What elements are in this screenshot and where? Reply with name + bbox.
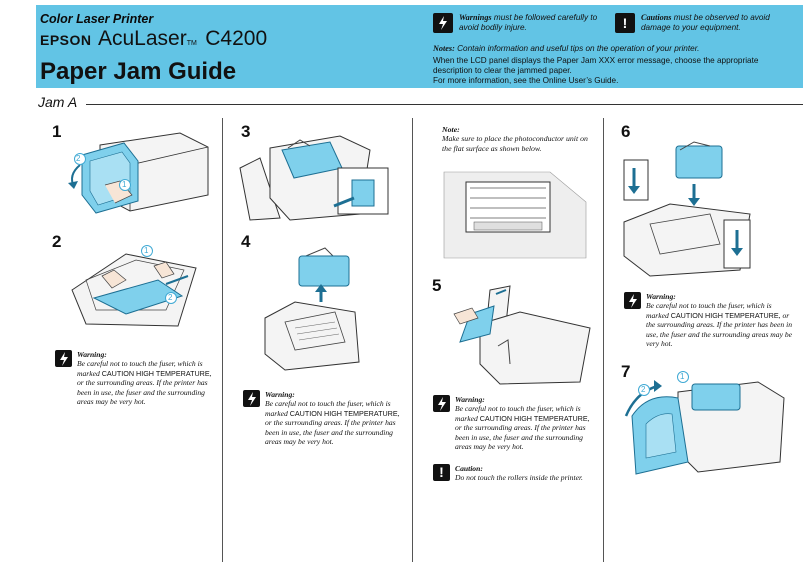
lightning-icon <box>55 350 72 367</box>
step-number: 7 <box>621 362 631 381</box>
warnings-legend: Warnings must be followed carefully to a… <box>433 13 603 37</box>
lightning-icon <box>243 390 260 407</box>
warning-box: Warning:Be careful not to touch the fuse… <box>624 292 794 348</box>
callout-2-icon <box>165 292 177 304</box>
model-name: C4200 <box>205 27 268 50</box>
trademark-mark: TM <box>186 40 197 47</box>
caution-label: Caution: <box>455 464 483 473</box>
brand-name: EPSON <box>40 32 92 48</box>
warning-box: Warning:Be careful not to touch the fuse… <box>243 390 403 446</box>
step-number: 4 <box>241 232 251 251</box>
warning-caps: CAUTION HIGH TEMPERATURE <box>670 310 779 320</box>
callout-number: 1 <box>144 246 149 255</box>
callout-number: 2 <box>168 293 173 302</box>
callout-number: 2 <box>641 385 646 394</box>
step-number: 5 <box>432 276 442 295</box>
product-name: AcuLaser <box>97 27 187 50</box>
note-text: Make sure to place the photoconductor un… <box>442 134 588 153</box>
lightning-icon <box>624 292 641 309</box>
warning-text-post: , or the surrounding areas. If the print… <box>455 413 590 452</box>
step-number: 6 <box>621 122 631 141</box>
flat-surface-illustration <box>443 171 587 259</box>
warning-box: Warning:Be careful not to touch the fuse… <box>55 350 215 406</box>
warning-caps: CAUTION HIGH TEMPERATURE <box>101 368 210 378</box>
header-subtitle: Color Laser Printer <box>40 12 154 26</box>
step-number: 2 <box>52 232 62 251</box>
column-divider <box>603 118 604 562</box>
warning-label: Warning: <box>646 292 676 301</box>
open-front-cover-illustration <box>239 135 389 221</box>
caution-text: Do not touch the rollers inside the prin… <box>455 473 583 483</box>
warning-text-pre: Be careful not to touch the fuser, which… <box>77 359 203 378</box>
exclamation-icon: ! <box>615 13 635 33</box>
warning-caps: CAUTION HIGH TEMPERATURE <box>289 408 398 418</box>
warning-box: Warning:Be careful not to touch the fuse… <box>433 395 595 451</box>
header-title-block: Color Laser Printer EPSON AcuLaserTM C42… <box>40 12 267 86</box>
cautions-label: Cautions <box>641 13 672 22</box>
remove-paper-illustration <box>71 253 197 327</box>
warnings-label: Warnings <box>459 13 492 22</box>
note-box: Note: Make sure to place the photoconduc… <box>442 125 592 153</box>
callout-number: 2 <box>76 154 81 163</box>
callout-1-icon <box>141 245 153 257</box>
step-number: 1 <box>52 122 62 141</box>
warnings-text: must be followed carefully to avoid bodi… <box>459 13 598 32</box>
warning-text-post: , or the surrounding areas. If the print… <box>646 310 793 349</box>
callout-number: 1 <box>680 372 685 381</box>
header-legend: Warnings must be followed carefully to a… <box>433 13 799 86</box>
warning-text-post: , or the surrounding areas. If the print… <box>265 408 400 447</box>
lightning-icon <box>433 395 450 412</box>
step-number: 3 <box>241 122 251 141</box>
cautions-legend: ! Cautions must be observed to avoid dam… <box>615 13 785 37</box>
notes-text: Contain information and useful tips on t… <box>454 44 700 53</box>
page-title: Paper Jam Guide <box>40 58 237 85</box>
callout-1-icon <box>677 371 689 383</box>
brand-line: EPSON AcuLaserTM C4200 <box>40 28 267 55</box>
reinsert-photoconductor-illustration <box>623 141 751 277</box>
remove-jammed-paper-illustration <box>453 285 591 385</box>
warning-text-pre: Be careful not to touch the fuser, which… <box>455 404 581 423</box>
warning-text-pre: Be careful not to touch the fuser, which… <box>265 399 391 418</box>
header-banner: Color Laser Printer EPSON AcuLaserTM C42… <box>36 5 803 88</box>
callout-2-icon <box>638 384 650 396</box>
note-label: Note: <box>442 125 460 134</box>
warning-label: Warning: <box>265 390 295 399</box>
info-text-1: When the LCD panel displays the Paper Ja… <box>433 56 759 75</box>
warning-label: Warning: <box>455 395 485 404</box>
callout-number: 1 <box>122 180 127 189</box>
section-rule <box>86 104 803 105</box>
cautions-text: must be observed to avoid damage to your… <box>641 13 770 32</box>
column-divider <box>222 118 223 562</box>
info-text-2: For more information, see the Online Use… <box>433 76 619 85</box>
column-divider <box>412 118 413 562</box>
callout-1-icon <box>119 179 131 191</box>
printer-open-cover-illustration <box>68 132 209 214</box>
warning-label: Warning: <box>77 350 107 359</box>
warning-caps: CAUTION HIGH TEMPERATURE <box>479 413 588 423</box>
caution-box: ! Caution:Do not touch the rollers insid… <box>433 464 595 483</box>
warning-text-post: , or the surrounding areas. If the print… <box>77 368 212 407</box>
warning-text-pre: Be careful not to touch the fuser, which… <box>646 301 772 320</box>
notes-label: Notes: <box>433 44 455 53</box>
callout-2-icon <box>74 153 86 165</box>
lightning-icon <box>433 13 453 33</box>
close-front-cover-illustration <box>624 380 785 475</box>
section-label: Jam A <box>38 94 78 110</box>
remove-photoconductor-illustration <box>264 247 360 371</box>
exclamation-icon: ! <box>433 464 450 481</box>
notes-legend: Notes: Contain information and useful ti… <box>433 44 799 54</box>
